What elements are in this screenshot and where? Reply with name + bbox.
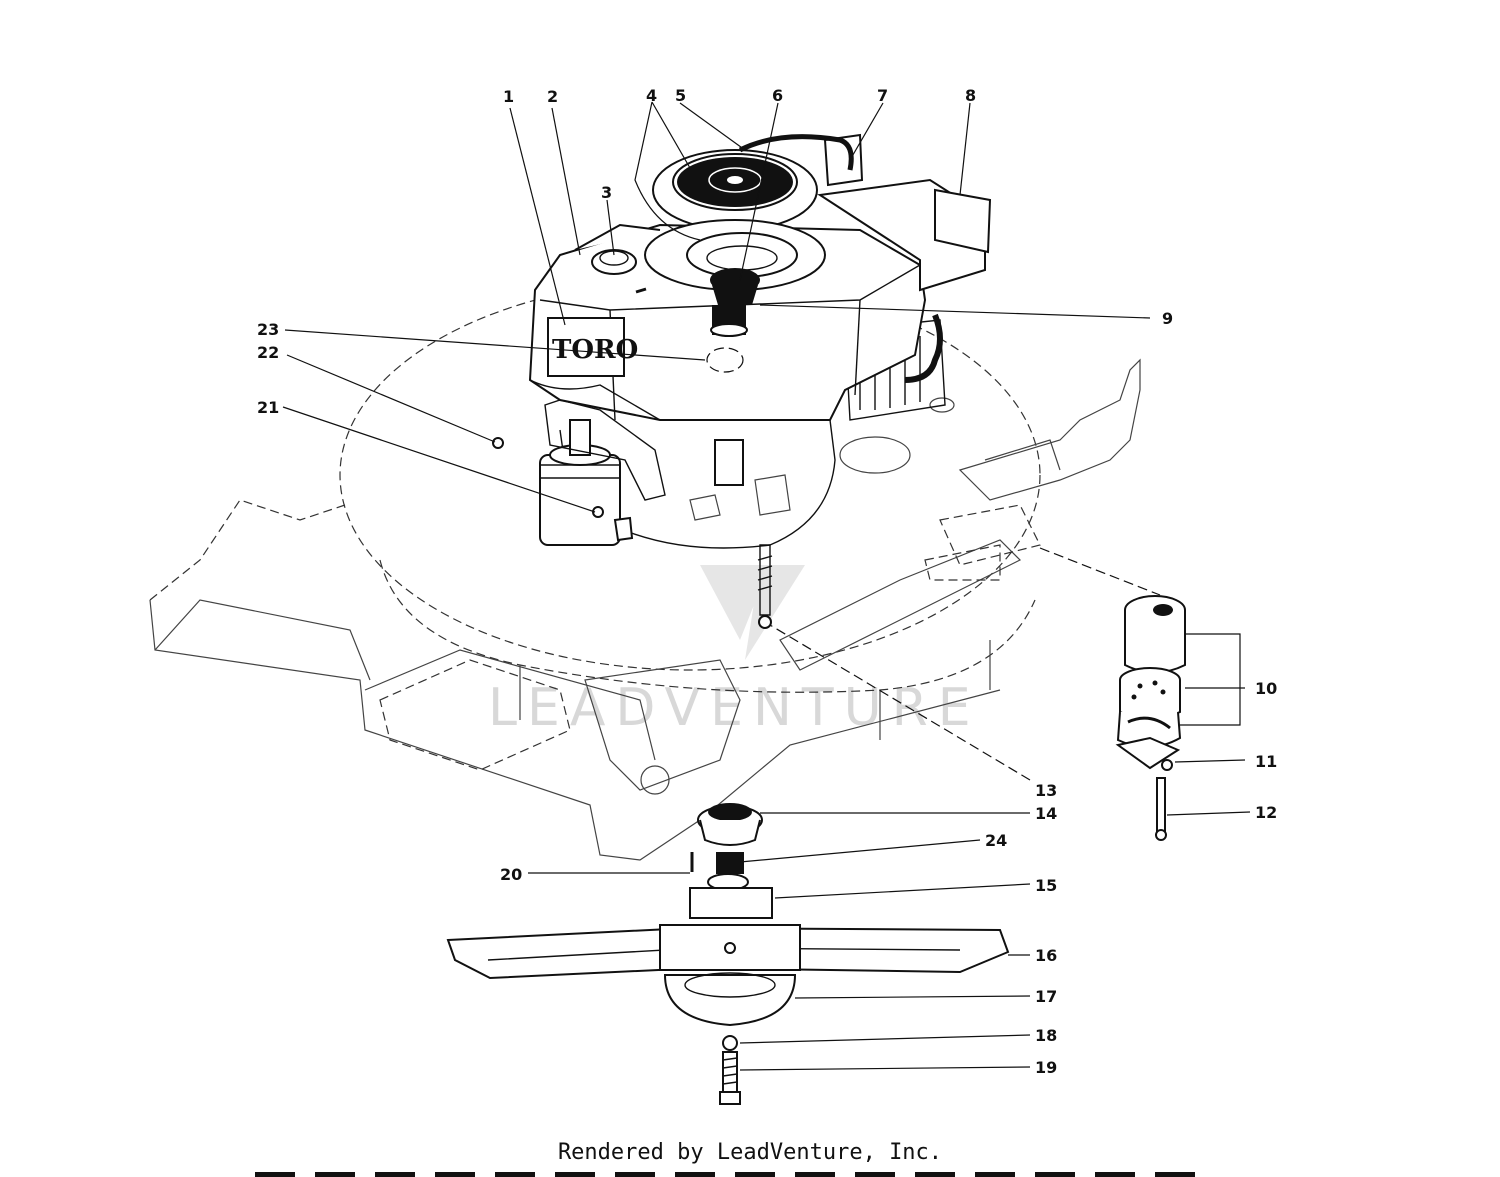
- callout-24: 24: [985, 831, 1007, 850]
- callout-14: 14: [1035, 804, 1057, 823]
- callout-15: 15: [1035, 876, 1057, 895]
- callout-19: 19: [1035, 1058, 1057, 1077]
- callout-10: 10: [1255, 679, 1277, 698]
- starter-motor: [492, 399, 666, 546]
- engine-assembly: TORO: [528, 133, 992, 549]
- callout-16: 16: [1035, 946, 1057, 965]
- callout-labels: 1 2 3 4 5 6 7 8 9 10 11 12 13 14 15 16 1…: [257, 86, 1277, 1077]
- watermark-text: LEADVENTURE: [488, 678, 981, 738]
- callout-3: 3: [601, 183, 612, 202]
- footer-rule: [255, 1172, 1215, 1177]
- air-filter-assembly: [1115, 595, 1186, 841]
- callout-21: 21: [257, 398, 279, 417]
- callout-12: 12: [1255, 803, 1277, 822]
- callout-23: 23: [257, 320, 279, 339]
- callout-5: 5: [675, 86, 686, 105]
- callout-7: 7: [877, 86, 888, 105]
- leader-lines: [282, 101, 1251, 1071]
- callout-6: 6: [772, 86, 783, 105]
- callout-20: 20: [500, 865, 522, 884]
- watermark: LEADVENTURE: [488, 565, 981, 738]
- callout-8: 8: [965, 86, 976, 105]
- callout-13: 13: [1035, 781, 1057, 800]
- callout-11: 11: [1255, 752, 1277, 771]
- callout-18: 18: [1035, 1026, 1057, 1045]
- callout-22: 22: [257, 343, 279, 362]
- callout-9: 9: [1162, 309, 1173, 328]
- callout-4: 4: [646, 86, 657, 105]
- footer-credit: Rendered by LeadVenture, Inc.: [557, 1140, 943, 1165]
- callout-17: 17: [1035, 987, 1057, 1006]
- callout-1: 1: [503, 87, 514, 106]
- callout-2: 2: [547, 87, 558, 106]
- blade-assembly: [446, 544, 1010, 1105]
